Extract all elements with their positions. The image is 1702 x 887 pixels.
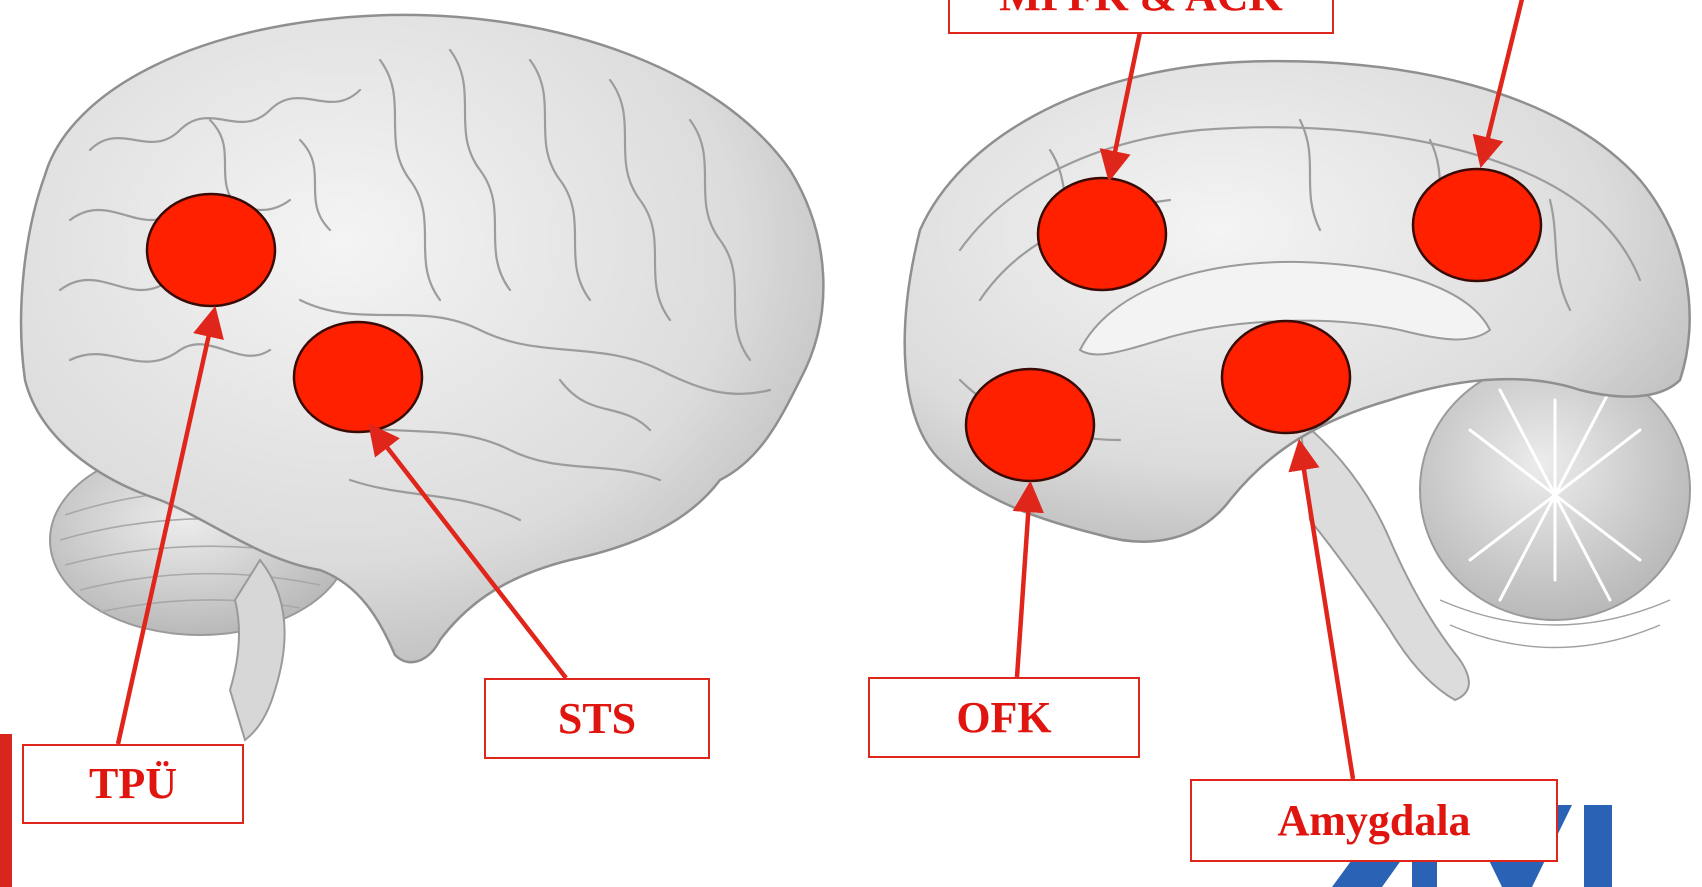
marker-amygdala [1222,321,1350,433]
label-ofk: OFK [868,677,1140,758]
left-edge-bar [0,734,12,887]
marker-ofk [966,369,1094,481]
marker-tpu [147,194,275,306]
marker-sts [294,322,422,432]
arrow-ofk [1017,487,1030,677]
marker-posterior [1413,169,1541,281]
label-mpfk-ack: MPFK & ACK [948,0,1334,34]
label-tpu: TPÜ [22,744,244,824]
label-amygdala: Amygdala [1190,779,1558,862]
label-sts: STS [484,678,710,759]
marker-mpfk-ack [1038,178,1166,290]
medial-brain-illustration [905,0,1690,779]
lateral-brain-illustration [21,15,823,744]
